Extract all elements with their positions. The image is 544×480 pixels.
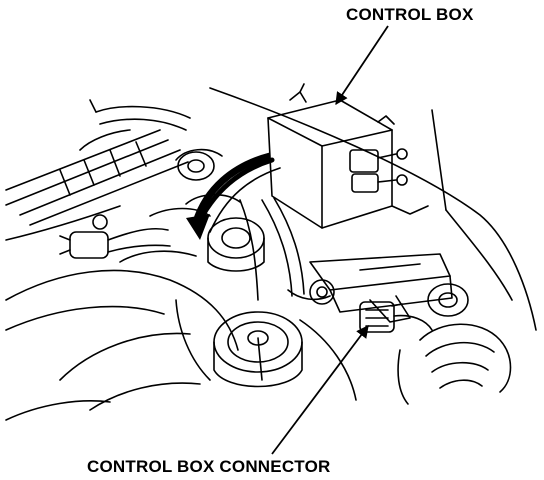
hoses-left — [5, 250, 239, 411]
control-box-connector-label: CONTROL BOX CONNECTOR — [87, 457, 331, 476]
lower-lines — [5, 299, 357, 421]
throttle-body — [149, 148, 265, 272]
right-components — [397, 283, 512, 405]
control-box-label: CONTROL BOX — [346, 5, 474, 24]
control-box-leader — [335, 25, 389, 106]
connector-bracket — [309, 253, 453, 323]
curved-arrow — [186, 152, 271, 240]
control-box-connector — [359, 301, 433, 333]
sensor-left — [59, 214, 171, 259]
intake-runners — [5, 99, 191, 241]
control-box — [267, 83, 429, 229]
control-box-connector-leader — [271, 324, 369, 455]
filler-cap — [213, 311, 303, 388]
vacuum-hoses — [239, 197, 331, 301]
fender-outline — [209, 87, 537, 331]
